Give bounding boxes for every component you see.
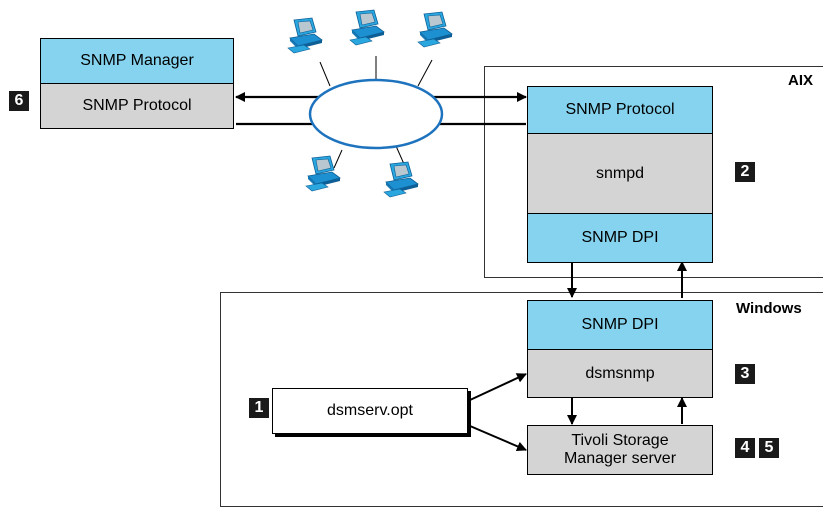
manager-snmp-protocol-box: SNMP Protocol	[40, 83, 234, 129]
badge-6: 6	[9, 91, 29, 111]
workstation-icon-1	[287, 17, 323, 54]
badge-3: 3	[735, 364, 755, 384]
badge-2: 2	[735, 162, 755, 182]
network-ellipse	[308, 78, 444, 150]
workstation-icon-3	[417, 11, 453, 48]
dsmsnmp-box: dsmsnmp	[527, 349, 713, 398]
badge-4: 4	[735, 438, 755, 458]
opt-to-server-arrow	[469, 425, 527, 452]
badge-5: 5	[759, 438, 779, 458]
tivoli-server-line2: Manager server	[563, 450, 677, 467]
opt-to-dsmsnmp-arrow	[469, 373, 527, 401]
aix-label: AIX	[788, 72, 814, 89]
aix-snmp-protocol-box: SNMP Protocol	[527, 86, 713, 134]
aix-snmp-dpi-box: SNMP DPI	[527, 213, 713, 263]
windows-snmp-dpi-box: SNMP DPI	[527, 300, 713, 350]
snmp-manager-box: SNMP Manager	[40, 38, 234, 84]
network-spokes	[319, 56, 433, 169]
windows-label: Windows	[736, 300, 802, 317]
dsmserv-opt-box: dsmserv.opt	[272, 388, 468, 434]
workstation-icon-2	[349, 9, 385, 46]
tivoli-server-box: Tivoli Storage Manager server	[527, 425, 713, 475]
snmpd-box: snmpd	[527, 133, 713, 214]
badge-1: 1	[249, 398, 269, 418]
tivoli-server-line1: Tivoli Storage	[571, 432, 669, 449]
workstation-icon-5	[383, 161, 419, 198]
workstation-icon-4	[305, 155, 341, 192]
